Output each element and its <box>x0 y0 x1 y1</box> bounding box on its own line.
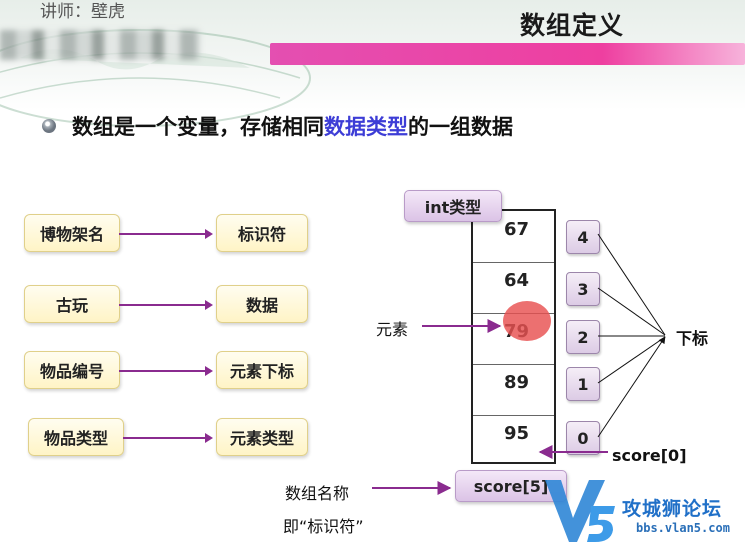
type-tag: int类型 <box>404 190 502 222</box>
map-right-box: 数据 <box>216 285 308 323</box>
array-cell: 67 <box>473 211 554 263</box>
index-label: 下标 <box>676 329 709 348</box>
pointer-highlight-dot <box>503 301 551 341</box>
bullet-dot-icon <box>42 119 56 133</box>
title-accent-bar <box>270 43 745 65</box>
index-box: 0 <box>566 421 600 455</box>
bullet-text: 数组是一个变量，存储相同数据类型的一组数据 <box>72 111 513 141</box>
map-arrow <box>119 366 213 376</box>
map-arrow <box>123 433 213 443</box>
array-cell: 89 <box>473 364 554 416</box>
index-line <box>597 336 666 438</box>
map-left-box: 物品编号 <box>24 351 120 389</box>
blurred-logo <box>0 30 200 60</box>
v5-logo-icon <box>545 480 615 542</box>
bullet-prefix: 数组是一个变量，存储相同 <box>72 115 324 139</box>
map-arrow <box>119 300 213 310</box>
identifier-caption: 即“标识符” <box>283 517 364 536</box>
first-element-label: score[0] <box>612 446 687 465</box>
map-right-box: 元素类型 <box>216 418 308 456</box>
map-right-box: 标识符 <box>216 214 308 252</box>
index-line <box>597 233 666 336</box>
watermark-title: 攻城狮论坛 <box>622 498 723 520</box>
slide-title: 数组定义 <box>520 11 625 40</box>
index-box: 2 <box>566 320 600 354</box>
array-cell: 95 <box>473 415 554 466</box>
map-arrow <box>119 229 213 239</box>
array-value: 95 <box>504 423 530 444</box>
array-value: 67 <box>504 219 530 240</box>
index-line <box>597 336 666 384</box>
array-value: 89 <box>504 372 530 393</box>
instructor-label: 讲师：壁虎 <box>40 2 125 22</box>
index-box: 1 <box>566 367 600 401</box>
array-value: 64 <box>504 270 530 291</box>
element-label: 元素 <box>376 320 409 339</box>
bullet-suffix: 的一组数据 <box>408 115 513 139</box>
watermark-url: bbs.vlan5.com <box>636 521 730 535</box>
map-left-box: 古玩 <box>24 285 120 323</box>
map-right-box: 元素下标 <box>216 351 308 389</box>
bullet-highlight: 数据类型 <box>324 115 408 139</box>
map-left-box: 物品类型 <box>28 418 124 456</box>
index-line <box>597 287 666 336</box>
array-name-caption: 数组名称 <box>285 484 350 503</box>
